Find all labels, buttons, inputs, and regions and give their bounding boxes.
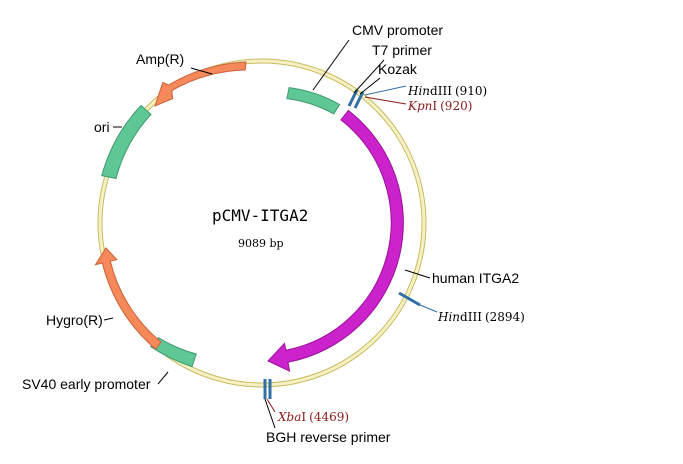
xbai-leader-line: [266, 398, 276, 413]
kozak-leader-line: [359, 77, 381, 95]
t7-leader-line: [353, 59, 385, 94]
sv40-leader-line: [157, 371, 169, 385]
human-itga2-feature: [267, 109, 404, 372]
hindiii-910-enzyme-rest: dIII: [430, 84, 452, 98]
cmv-promoter-label: CMV promoter: [352, 22, 443, 38]
cmv-leader-line: [312, 39, 350, 91]
backbone-ring: [98, 59, 426, 387]
hindiii-2894-position: (2894): [485, 310, 525, 324]
hindiii-2894-enzyme-italic: Hin: [437, 310, 460, 324]
kozak-label: Kozak: [378, 61, 418, 77]
plasmid-size: 9089 bp: [238, 237, 284, 250]
bgh-leader-line: [264, 398, 276, 429]
hindiii-2894-mark: [398, 291, 421, 307]
sv40-label: SV40 early promoter: [22, 376, 151, 392]
t7-primer-label: T7 primer: [372, 42, 432, 58]
cmv-promoter-feature: [286, 87, 341, 115]
kpni-920-enzyme-italic: Kpn: [407, 99, 432, 113]
hygro-leader-line: [103, 317, 114, 321]
human-itga2-label: human ITGA2: [432, 270, 519, 286]
hindiii-910-label: HindIII(910): [407, 84, 487, 98]
hygro-resistance-feature: [94, 247, 162, 350]
amp-label: Amp(R): [136, 51, 184, 67]
hindiii-2894-label: HindIII(2894): [437, 310, 525, 324]
ori-label: ori: [94, 119, 110, 135]
amp-resistance-feature: [154, 61, 247, 107]
plasmid-name: pCMV-ITGA2: [212, 206, 308, 225]
xbai-4469-enzyme-rest: I: [301, 410, 306, 424]
amp-leader-line: [190, 67, 213, 75]
kozak-mark: [353, 91, 365, 109]
ori-feature: [101, 104, 152, 180]
kpni-920-position: (920): [440, 99, 472, 113]
kpni-920-enzyme-rest: I: [432, 99, 437, 113]
xbai-4469-label: XbaI(4469): [277, 410, 349, 424]
itga2-leader-line: [404, 269, 431, 279]
hindiii-2894-leader: [419, 304, 438, 313]
hindiii-2894-enzyme-rest: dIII: [460, 310, 482, 324]
xbai-4469-enzyme-italic: Xba: [277, 410, 301, 424]
bgh-reverse-primer-label: BGH reverse primer: [266, 429, 391, 445]
hindiii-910-position: (910): [455, 84, 487, 98]
hindiii-910-enzyme-italic: Hin: [407, 84, 430, 98]
sv40-promoter-feature: [149, 337, 197, 368]
hindiii-910-leader: [364, 85, 407, 96]
xbai-4469-position: (4469): [309, 410, 349, 424]
kpni-leader: [364, 96, 407, 105]
hygro-label: Hygro(R): [46, 312, 103, 328]
kpni-920-label: KpnI(920): [407, 99, 472, 113]
t7-primer-mark: [347, 89, 359, 107]
